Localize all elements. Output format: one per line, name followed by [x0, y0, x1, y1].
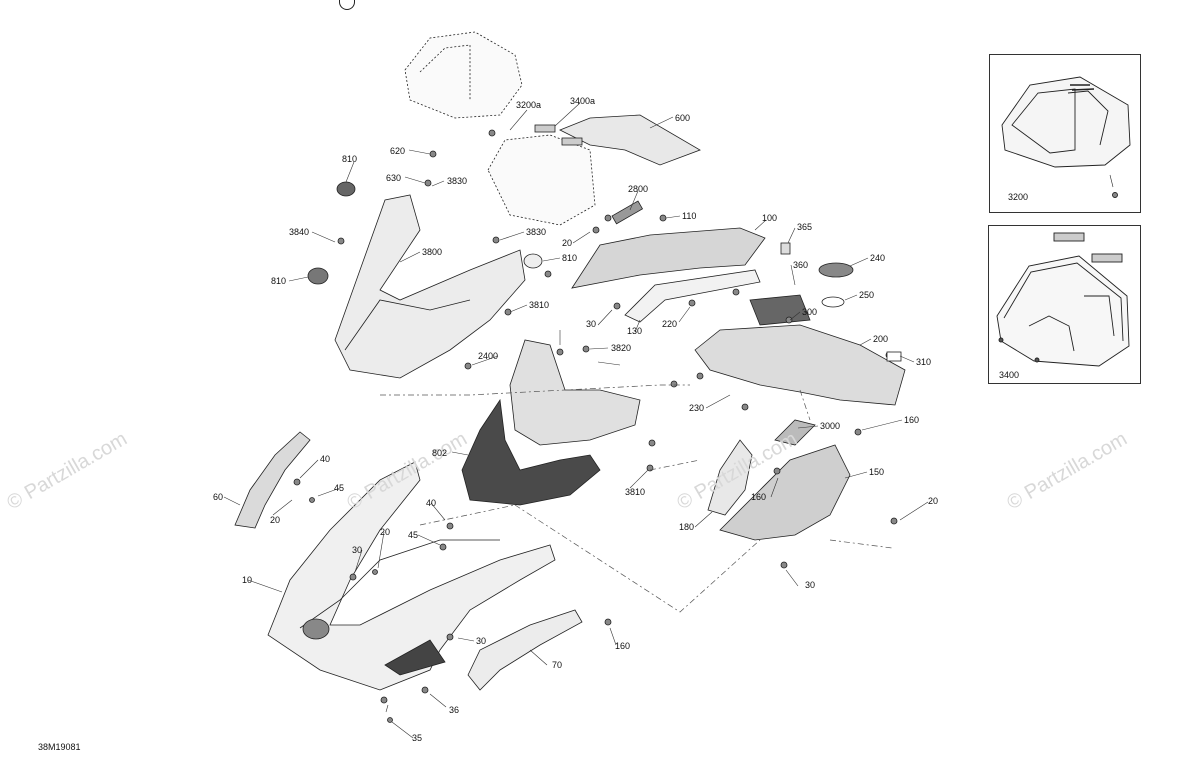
grommet-810-c — [523, 253, 543, 269]
callout-label: 3800 — [422, 247, 443, 257]
callout-label: 180 — [679, 522, 695, 532]
callout-label: 250 — [859, 290, 875, 300]
callout-label: 600 — [675, 113, 691, 123]
storage-bin-part — [487, 134, 596, 226]
callout-label: 45 — [408, 530, 419, 540]
callout-label: 365 — [797, 222, 813, 232]
grommet-810-b — [307, 267, 329, 285]
ring-240 — [818, 262, 854, 278]
inset-3400: 3400 — [988, 225, 1141, 384]
callout-label: 40 — [426, 498, 437, 508]
diagram-code: 38M19081 — [38, 742, 81, 752]
callout-label: 3830 — [447, 176, 468, 186]
callout-label: 3200a — [516, 100, 542, 110]
callout-label: 620 — [390, 146, 406, 156]
inset-3200-drawing — [1001, 76, 1131, 198]
callout-label: 3400a — [570, 96, 596, 106]
callout-label: 160 — [904, 415, 920, 425]
inset-3400-drawing — [996, 232, 1130, 367]
console-200-part — [694, 324, 906, 406]
callout-label: 110 — [682, 211, 697, 221]
panel-100-part — [571, 227, 766, 289]
inset-3200: 3200 — [989, 54, 1141, 213]
panel-180-part — [707, 439, 753, 516]
callout-label: 3810 — [529, 300, 550, 310]
callout-label: 300 — [802, 307, 818, 317]
callout-label: 220 — [662, 319, 678, 329]
cube-365 — [780, 242, 791, 255]
callout-label: 30 — [352, 545, 363, 555]
strip-70-part — [467, 609, 583, 691]
callout-label: 810 — [342, 154, 358, 164]
callout-label: 40 — [320, 454, 331, 464]
callout-label: 360 — [793, 260, 809, 270]
grommet-810-a — [336, 181, 356, 197]
callout-label: 20 — [562, 238, 573, 248]
trim-600-part — [559, 114, 701, 166]
callout-label: 30 — [586, 319, 597, 329]
callout-label: 150 — [869, 467, 885, 477]
callout-label: 802 — [432, 448, 448, 458]
callout-label: 100 — [762, 213, 778, 223]
callout-label: 3830 — [526, 227, 547, 237]
callout-label: 3840 — [289, 227, 310, 237]
inset-label: 3200 — [1008, 192, 1029, 202]
top-cover-part — [404, 31, 523, 119]
callout-label: 3000 — [820, 421, 841, 431]
fairing-emblem — [302, 618, 330, 640]
callout-label: 20 — [380, 527, 391, 537]
inset-label: 3400 — [999, 370, 1020, 380]
callout-label: 70 — [552, 660, 563, 670]
callout-label: 30 — [805, 580, 816, 590]
callout-label: 3820 — [611, 343, 632, 353]
strip-60-part — [234, 431, 311, 529]
callout-label: 160 — [751, 492, 767, 502]
callout-label: 2400 — [478, 351, 499, 361]
callout-label: 630 — [386, 173, 402, 183]
callout-label: 200 — [873, 334, 889, 344]
callout-label: 310 — [916, 357, 932, 367]
callout-label: 35 — [412, 733, 423, 743]
bezel-802-part — [461, 398, 601, 506]
panel-3000-part — [774, 419, 816, 446]
front-bracket-3800-part — [334, 194, 526, 379]
callout-label: 10 — [242, 575, 253, 585]
callout-label: 3810 — [625, 487, 646, 497]
callout-label: 30 — [476, 636, 487, 646]
callout-label: 36 — [449, 705, 460, 715]
callout-label: 45 — [334, 483, 345, 493]
callout-label: 160 — [615, 641, 631, 651]
panel-150-part — [719, 444, 851, 541]
callout-label: 20 — [928, 496, 939, 506]
callout-label: 240 — [870, 253, 886, 263]
callout-label: 810 — [271, 276, 287, 286]
callout-label: 230 — [689, 403, 705, 413]
strip-130-part — [624, 269, 761, 323]
ring-250 — [821, 296, 845, 308]
callout-label: 810 — [562, 253, 578, 263]
callout-label: 60 — [213, 492, 224, 502]
callout-label: 130 — [627, 326, 643, 336]
callout-label: 2800 — [628, 184, 649, 194]
frame-2400-part — [509, 339, 641, 446]
callout-label: 20 — [270, 515, 281, 525]
